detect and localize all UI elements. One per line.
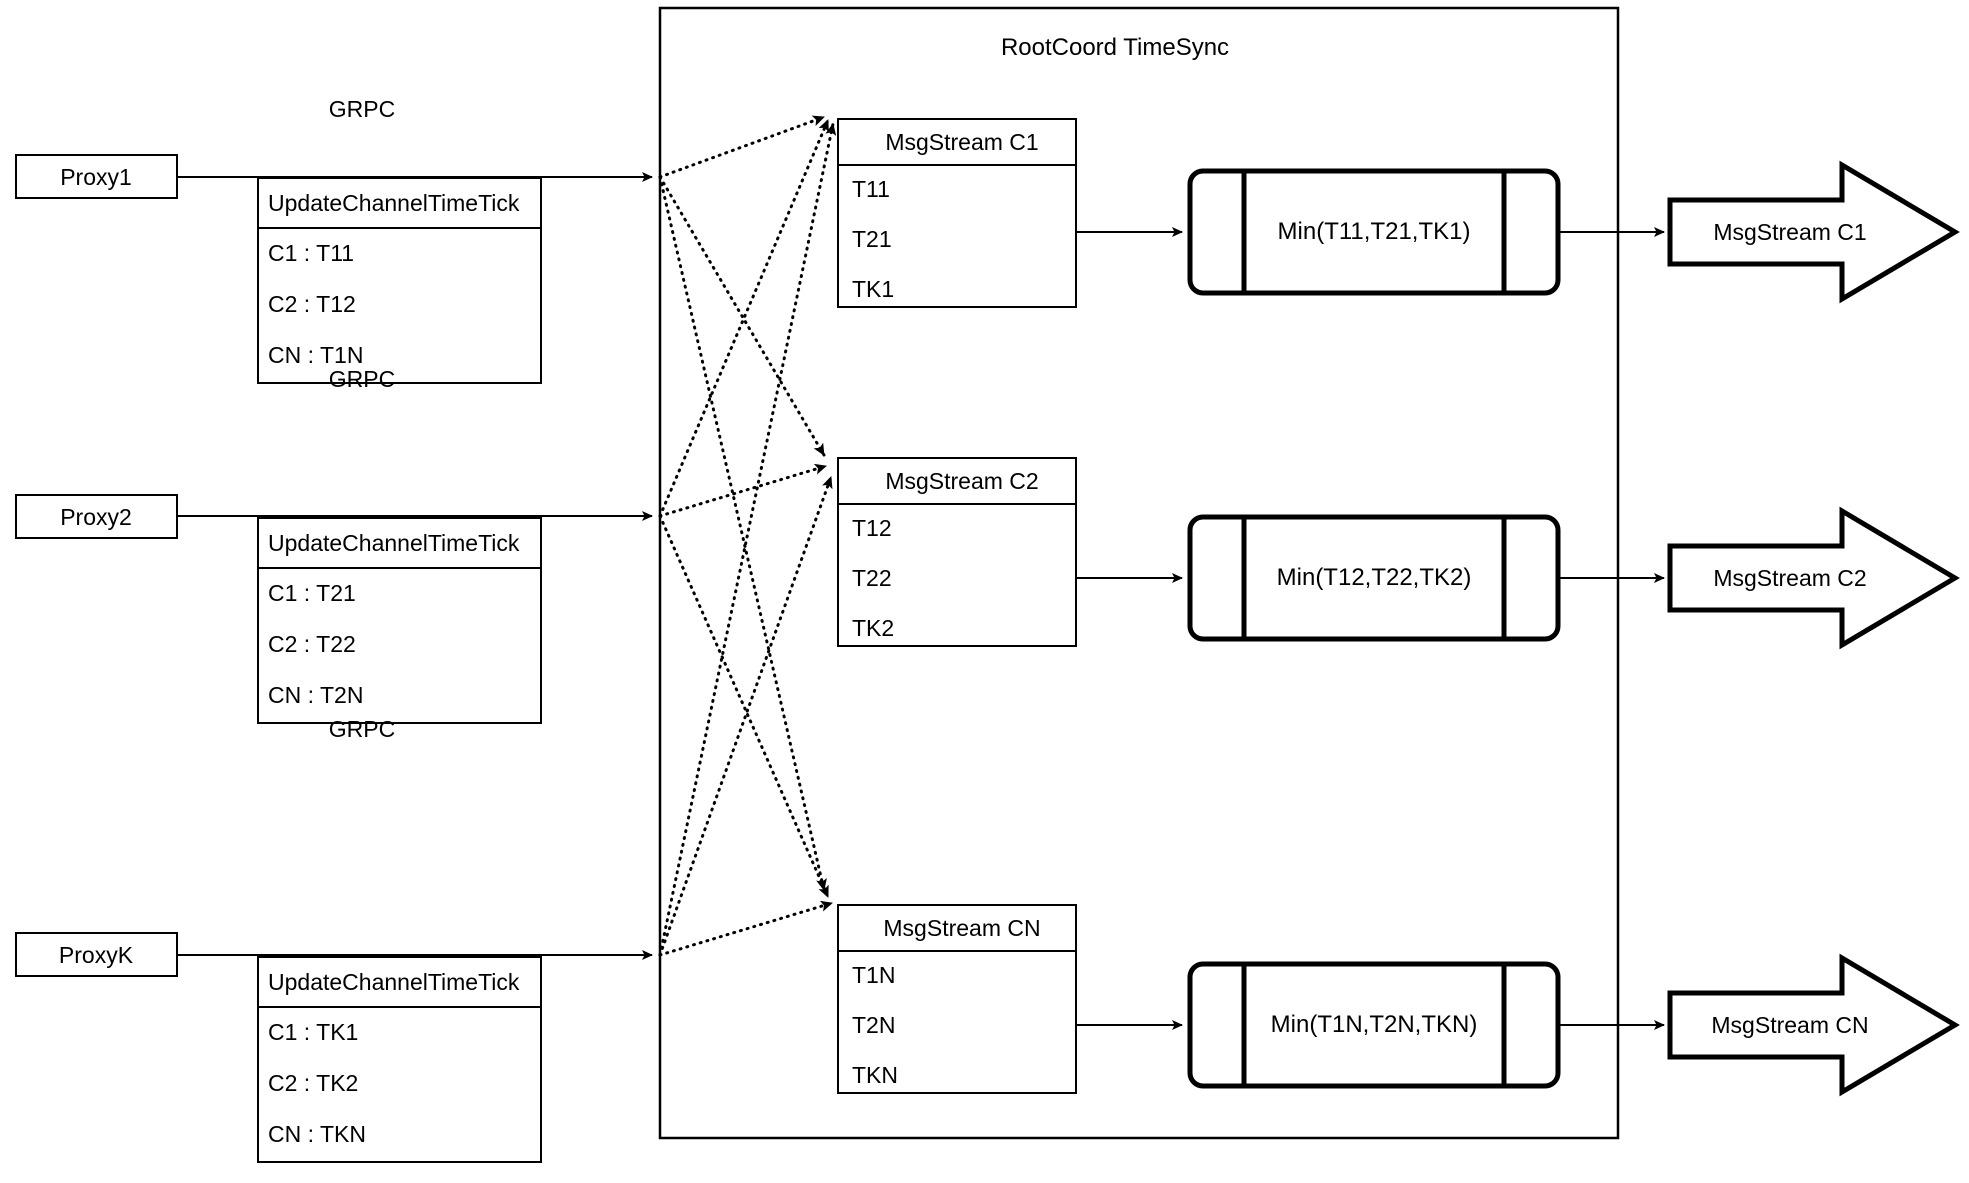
- min-process-label-1: Min(T11,T21,TK1): [1277, 218, 1471, 245]
- update-channel-timetick-header-1: UpdateChannelTimeTick: [268, 190, 520, 216]
- min-process-label-2: Min(T12,T22,TK2): [1276, 564, 1472, 591]
- output-label-c1: MsgStream C1: [1713, 219, 1867, 245]
- update-channel-timetick-row-1-2: CN : T1N: [268, 342, 364, 368]
- update-channel-timetick-header-3: UpdateChannelTimeTick: [268, 969, 520, 995]
- msgstream-row-c2-2: TK2: [852, 615, 895, 641]
- update-channel-timetick-header-2: UpdateChannelTimeTick: [268, 530, 520, 556]
- update-channel-timetick-row-1-1: C2 : T12: [268, 291, 356, 317]
- msgstream-row-cn-2: TKN: [852, 1062, 898, 1088]
- grpc-label-2: GRPC: [328, 366, 396, 392]
- msgstream-row-cn-0: T1N: [852, 962, 896, 988]
- timetick-dotted-2-to-c1: [658, 118, 830, 518]
- timetick-dotted-1-to-c2: [658, 175, 826, 457]
- rootcoord-timesync-container: [658, 6, 1620, 1140]
- timetick-dotted-3-to-c2: [658, 475, 833, 957]
- msgstream-row-c2-0: T12: [852, 515, 892, 541]
- grpc-label-1: GRPC: [328, 96, 396, 122]
- update-channel-timetick-row-3-2: CN : TKN: [268, 1121, 366, 1147]
- timetick-dotted-3-to-c1: [658, 122, 837, 957]
- update-channel-timetick-row-2-0: C1 : T21: [268, 580, 356, 606]
- proxy-label-2: Proxy2: [60, 504, 132, 530]
- msgstream-row-c1-1: T21: [852, 226, 892, 252]
- proxy-label-3: ProxyK: [58, 942, 134, 968]
- output-label-cn: MsgStream CN: [1711, 1012, 1869, 1038]
- update-channel-timetick-row-1-0: C1 : T11: [268, 240, 355, 266]
- timetick-dotted-1-to-c1: [658, 115, 826, 179]
- proxy-label-1: Proxy1: [60, 164, 132, 190]
- msgstream-header-cn: MsgStream CN: [883, 915, 1041, 941]
- rootcoord-timesync-title: RootCoord TimeSync: [1000, 34, 1230, 61]
- msgstream-header-c2: MsgStream C2: [885, 468, 1039, 494]
- msgstream-row-cn-1: T2N: [852, 1012, 896, 1038]
- grpc-label-3: GRPC: [328, 716, 396, 742]
- update-channel-timetick-row-3-0: C1 : TK1: [268, 1019, 359, 1045]
- timetick-dotted-2-to-cn: [658, 514, 830, 899]
- msgstream-header-c1: MsgStream C1: [885, 129, 1039, 155]
- timetick-dotted-2-to-c2: [658, 463, 828, 518]
- update-channel-timetick-row-2-1: C2 : T22: [268, 631, 356, 657]
- msgstream-row-c1-2: TK1: [852, 276, 895, 302]
- update-channel-timetick-row-3-1: C2 : TK2: [268, 1070, 359, 1096]
- min-process-label-3: Min(T1N,T2N,TKN): [1270, 1011, 1478, 1038]
- msgstream-row-c1-0: T11: [852, 176, 890, 202]
- output-label-c2: MsgStream C2: [1713, 565, 1867, 591]
- msgstream-row-c2-1: T22: [852, 565, 892, 591]
- update-channel-timetick-row-2-2: CN : T2N: [268, 682, 364, 708]
- timetick-dotted-1-to-cn: [658, 175, 827, 892]
- timetick-dotted-3-to-cn: [658, 900, 834, 957]
